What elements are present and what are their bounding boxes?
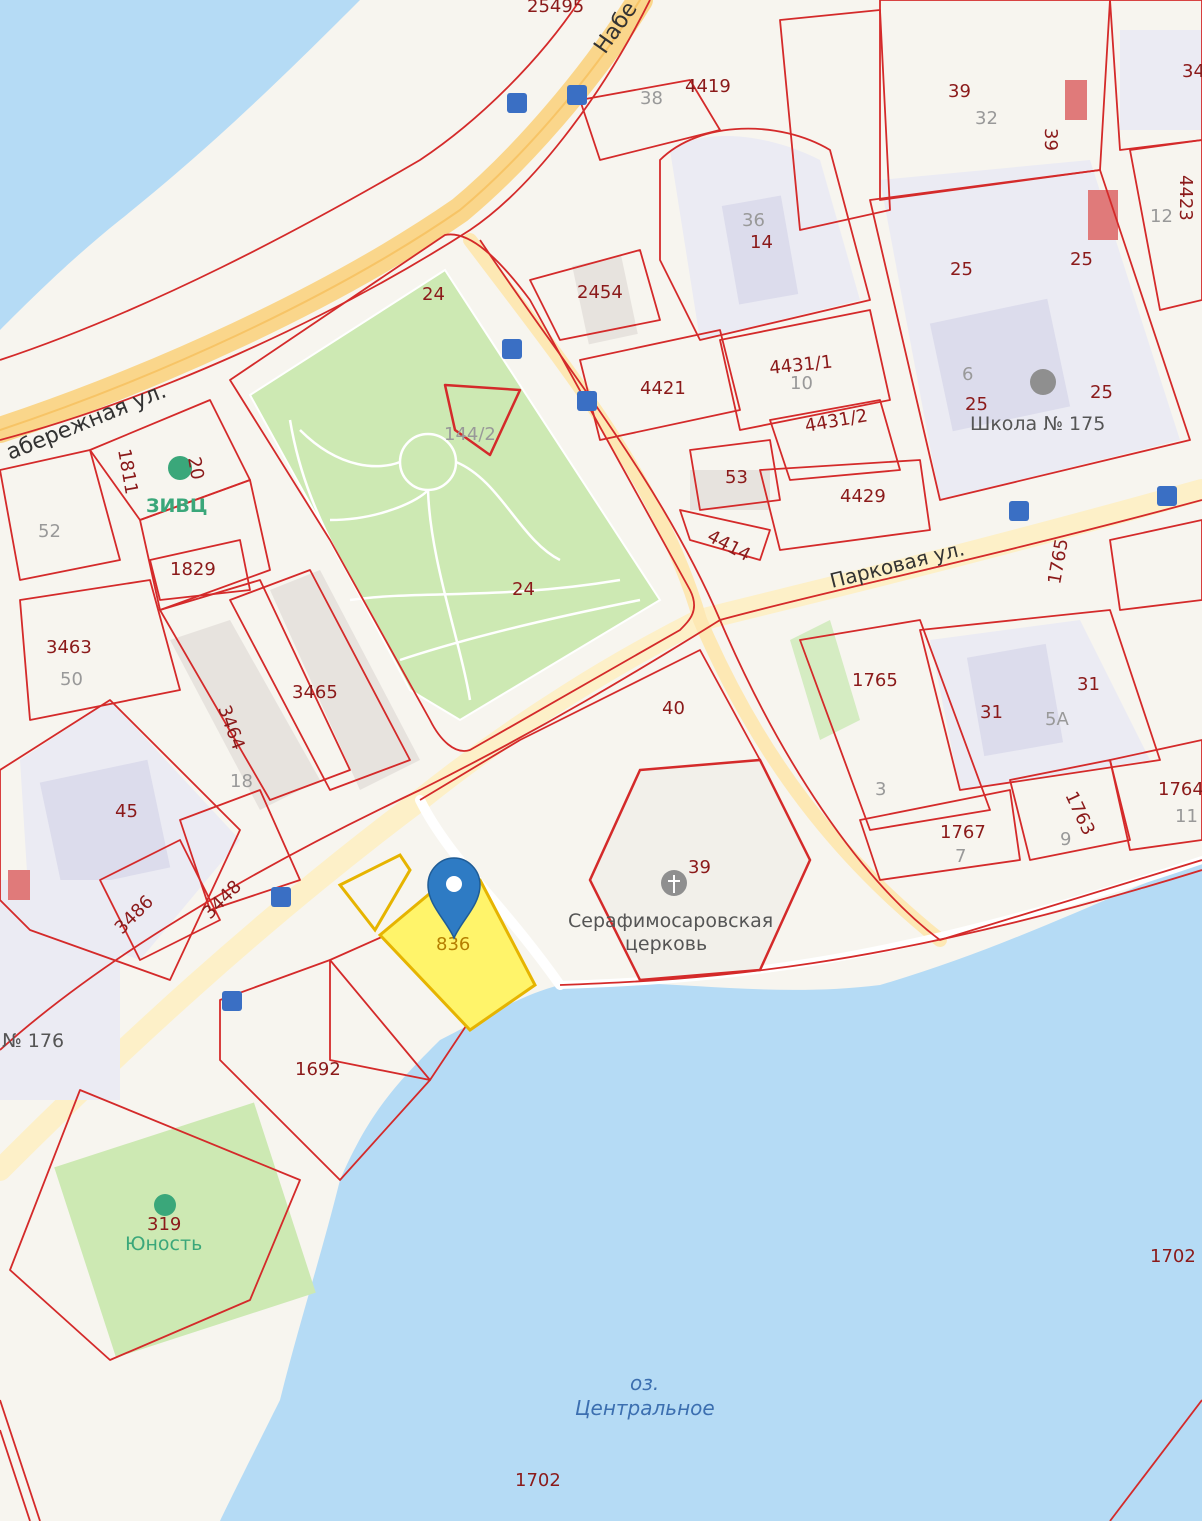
church-cross-icon [668,875,680,893]
lake-water [220,860,1202,1521]
parcel-number: 3 [875,779,886,800]
bus-stop-icon[interactable] [222,991,242,1011]
parcel-number: 1829 [170,559,216,580]
parcel-number: 45 [115,801,138,822]
parcel-number: 1767 [940,822,986,843]
parcel-number: 50 [60,669,83,690]
parcel-number: 12 [1150,206,1173,227]
park-paths [288,419,641,701]
parcel-number: 24 [422,284,445,305]
parcel-number-836: 836 [436,934,470,955]
parcel-number: 1764 [1158,779,1202,800]
parcel-number: 52 [38,521,61,542]
poi-school-176: № 176 [2,1030,64,1052]
parcel-number: 3465 [292,682,338,703]
parcel-number: 6 [962,364,973,385]
parcel-number: 32 [975,108,998,129]
parcel-number: 25495 [527,0,584,17]
parcel-number: 2454 [577,282,623,303]
bus-stop-icon[interactable] [577,391,597,411]
river-water [0,0,360,330]
parcel-number: 25 [1090,382,1113,403]
parcel-number: 38 [640,88,663,109]
poi-yunost: Юность [125,1233,202,1255]
poi-church-line1: Серафимосаровская [568,910,773,932]
parcel-number: 5А [1045,709,1069,730]
transit-stop-icons[interactable] [222,85,1177,1011]
bus-stop-icon[interactable] [502,339,522,359]
parcel-number: 31 [980,702,1003,723]
bus-stop-icon[interactable] [271,887,291,907]
bus-stop-icon[interactable] [507,93,527,113]
parcel-number: 36 [742,210,765,231]
stadium-icon[interactable] [154,1194,176,1216]
parcel-number: 1692 [295,1059,341,1080]
bus-stop-icon[interactable] [567,85,587,105]
parcel-number: 40 [662,698,685,719]
stadium-area [54,1102,316,1358]
parcel-number: 18 [230,771,253,792]
parcel-number: 24 [512,579,535,600]
parcel-number: 1765 [852,670,898,691]
poi-church-line2: церковь [625,933,707,955]
parcel-number: 10 [790,373,813,394]
selected-parcel-outline[interactable] [337,853,412,933]
parcel-number: 4419 [685,76,731,97]
parcel-number: 9 [1060,829,1071,850]
parcel-number: 4423 [1175,175,1196,221]
poi-zivc: ЗИВЦ [146,495,208,517]
parcel-number: 11 [1175,806,1198,827]
parcel-number: 319 [147,1214,181,1235]
parcel-number: 14 [750,232,773,253]
parcel-number: 1702 [1150,1246,1196,1267]
parcel-number: 25 [965,394,988,415]
lake-label-line2: Центральное [575,1396,715,1420]
green-strip [790,620,860,740]
location-pin-icon[interactable] [427,857,481,940]
parcel-number: 53 [725,467,748,488]
buildings [0,30,1202,1100]
parcel-number: 7 [955,846,966,867]
school-icon[interactable] [1030,369,1056,395]
parcel-number: 20 [183,455,208,481]
bus-stop-icon[interactable] [1157,486,1177,506]
parcel-number: 3463 [46,637,92,658]
parcel-number: 4429 [840,486,886,507]
parcel-number: 39 [1040,128,1061,151]
zivc-icon[interactable] [168,456,192,480]
parcel-number: 34 [1182,61,1202,82]
parcel-number: 4421 [640,378,686,399]
bus-stop-icon[interactable] [1009,501,1029,521]
poi-school-175: Школа № 175 [970,413,1105,435]
parcel-number: 25 [1070,249,1093,270]
parcel-number: 144/2 [444,424,496,445]
parcel-number: 39 [948,81,971,102]
parcel-number: 1702 [515,1470,561,1491]
parcel-number: 25 [950,259,973,280]
lake-label-line1: оз. [630,1371,659,1395]
parcel-number: 39 [688,857,711,878]
parcel-number: 31 [1077,674,1100,695]
